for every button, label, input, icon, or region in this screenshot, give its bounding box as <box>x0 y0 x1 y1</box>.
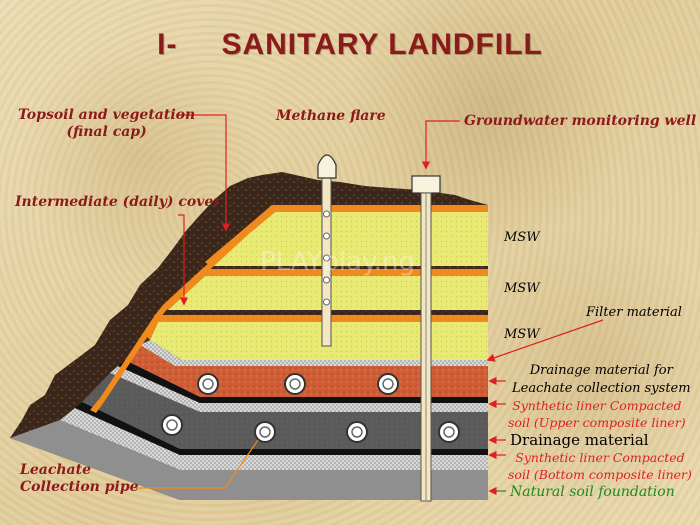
watermark: PLAYplay.ng <box>260 247 415 277</box>
monitoring-well <box>411 175 441 502</box>
leachate-pipe-label-line2: Collection pipe <box>20 479 139 495</box>
intermediate-cover-label: Intermediate (daily) cover <box>15 194 221 210</box>
intermediate-cover-2 <box>163 269 488 310</box>
bottom-liner-line1: Synthetic liner Compacted <box>515 450 685 465</box>
msw-label-3: MSW <box>504 327 540 342</box>
intermediate-cover-leader <box>178 214 189 306</box>
leachate-pipes-lower <box>161 414 460 443</box>
topsoil-leader <box>176 114 231 232</box>
filter-material-label: Filter material <box>586 305 682 320</box>
bottom-compacted-soil <box>60 408 488 470</box>
bottom-synthetic-liner <box>75 402 488 455</box>
title-text: SANITARY LANDFILL <box>221 28 543 61</box>
upper-liner-line1: Synthetic liner Compacted <box>512 398 682 413</box>
well-leader <box>421 120 460 170</box>
natural-soil-label: Natural soil foundation <box>510 484 675 500</box>
slope-cover <box>90 205 276 413</box>
monitoring-well-label: Groundwater monitoring well <box>464 113 697 129</box>
filter-material-layer <box>140 340 488 366</box>
lower-drainage-layer <box>82 373 488 449</box>
topsoil-label: Topsoil and vegetation(final cap) <box>18 107 195 141</box>
upper-liner-line2: soil (Upper composite liner) <box>508 415 686 430</box>
drainage-leachate-line1: Drainage material for <box>529 363 673 378</box>
filter-leader <box>486 319 604 362</box>
topsoil-label-line1: Topsoil and vegetation <box>18 107 196 123</box>
bottom-liner-label: Synthetic liner Compacted soil (Bottom co… <box>508 449 692 483</box>
bottom-liner-line2: soil (Bottom composite liner) <box>508 467 692 482</box>
leachate-pipes-upper <box>197 373 399 395</box>
leachate-pipe-leader <box>136 439 259 489</box>
page-title: I- SANITARY LANDFILL <box>0 28 700 62</box>
topsoil-label-line2: (final cap) <box>66 124 147 140</box>
msw-cell-3 <box>150 322 488 360</box>
msw-label-1: MSW <box>504 230 540 245</box>
msw-label-2: MSW <box>504 281 540 296</box>
intermediate-cover-3 <box>146 315 488 340</box>
methane-flare-label: Methane flare <box>276 108 386 124</box>
leachate-pipe-label-line1: Leachate <box>20 462 91 478</box>
methane-flare <box>317 154 337 347</box>
upper-liner-label: Synthetic liner Compacted soil (Upper com… <box>508 397 686 431</box>
title-number: I- <box>157 28 178 61</box>
drainage-leachate-line2: Leachate collection system <box>512 381 691 396</box>
daily-cover-1 <box>205 205 488 266</box>
drainage-material-label: Drainage material <box>510 431 649 449</box>
natural-soil-layer <box>10 420 488 500</box>
upper-synthetic-liner <box>118 360 488 403</box>
upper-compacted-soil <box>110 366 488 412</box>
msw-cell-1 <box>210 212 488 266</box>
